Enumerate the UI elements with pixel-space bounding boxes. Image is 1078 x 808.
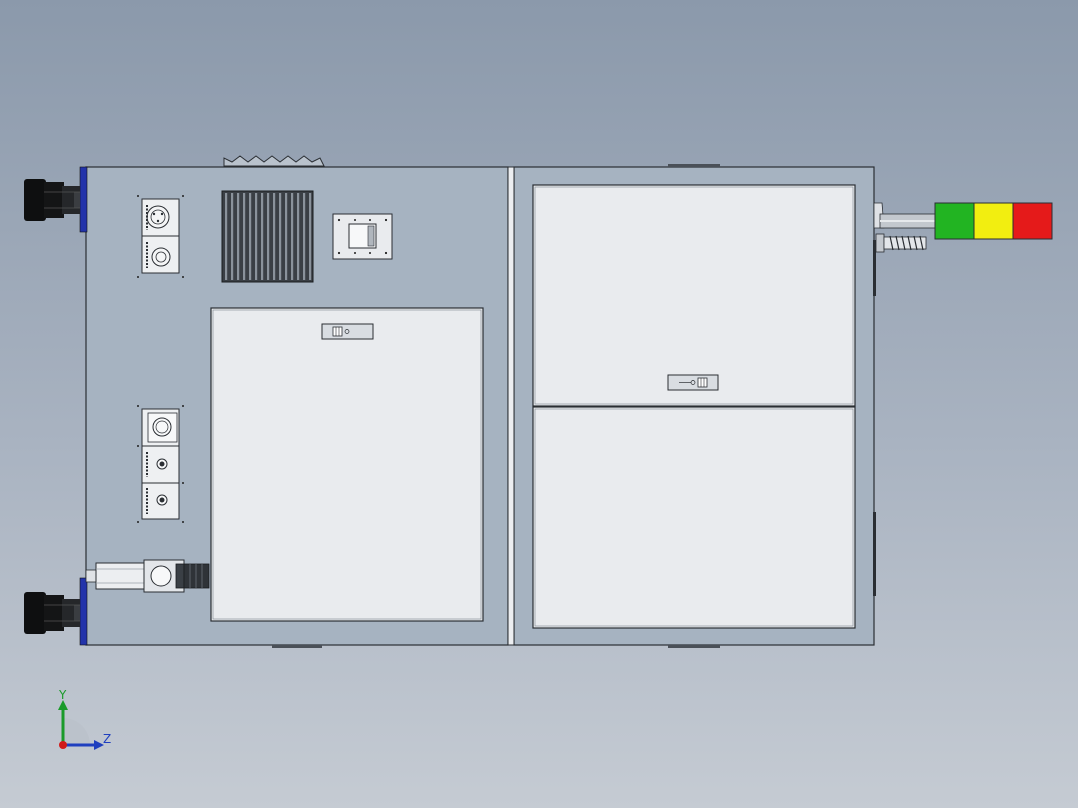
signal-light-red [1012, 202, 1053, 240]
heatsink-vent [221, 190, 314, 283]
heatsink-fin [291, 193, 294, 280]
mount-plate-top [79, 166, 88, 233]
door-panel-left [210, 307, 484, 622]
heatsink-fin [261, 193, 264, 280]
heatsink-fin [273, 193, 276, 280]
heatsink-fin [267, 193, 270, 280]
signal-light-yellow [973, 202, 1014, 240]
z-axis-label: Z [103, 732, 111, 746]
signal-tower [873, 202, 1053, 240]
caster-wheel-top [24, 179, 80, 221]
cable-gland [875, 233, 927, 253]
origin-point [59, 741, 67, 749]
heatsink-fin [303, 193, 306, 280]
heatsink-fin [231, 193, 234, 280]
heatsink-fin [297, 193, 300, 280]
heatsink-fin [279, 193, 282, 280]
door-latch-left [321, 323, 374, 340]
connector-panel-top [137, 195, 184, 278]
top-fin-strip [223, 155, 325, 167]
caster-wheel-bottom [24, 592, 80, 634]
signal-light-green [934, 202, 975, 240]
heatsink-fin [309, 193, 312, 280]
mount-plate-bottom [79, 577, 88, 646]
door-panel-right-lower [532, 406, 856, 629]
rocker-switch-box [332, 213, 393, 260]
heatsink-fin [255, 193, 258, 280]
heatsink-fin [249, 193, 252, 280]
center-divider [507, 166, 515, 646]
door-latch-right [667, 374, 719, 391]
heatsink-fin [225, 193, 228, 280]
y-axis-label: Y [58, 688, 67, 702]
heatsink-fin [285, 193, 288, 280]
right-edge-rails [873, 240, 876, 596]
connector-panel-middle [137, 405, 184, 523]
heatsink-fin [243, 193, 246, 280]
air-filter-regulator [85, 559, 210, 593]
axis-triad: Y Z [58, 688, 111, 750]
heatsink-fin [237, 193, 240, 280]
door-panel-right-upper [532, 184, 856, 407]
mount-tabs [272, 164, 720, 648]
